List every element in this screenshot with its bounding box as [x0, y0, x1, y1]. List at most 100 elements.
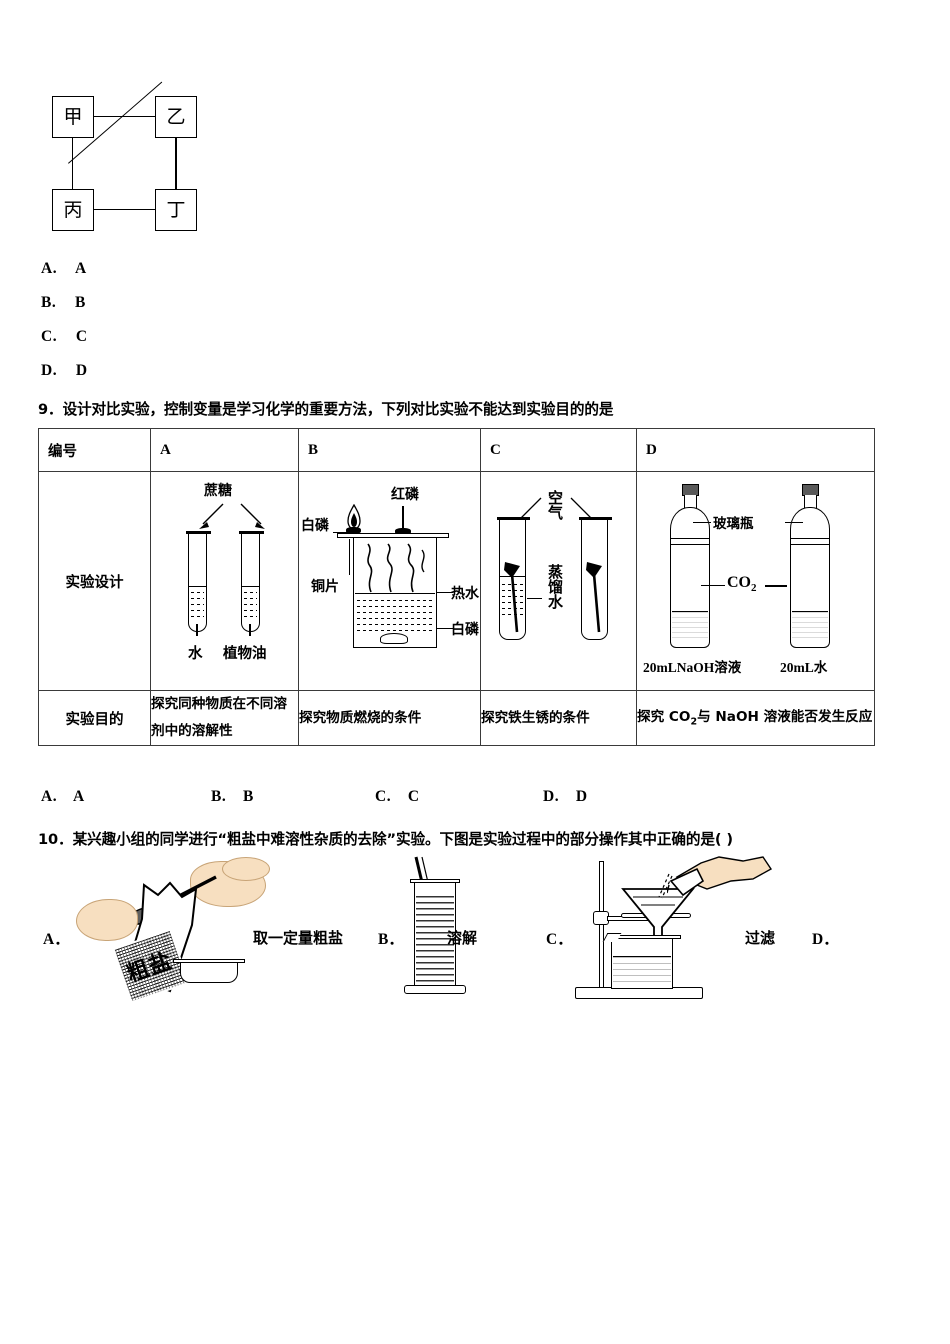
q8-option-c-key: C.: [41, 328, 58, 345]
white-phosphorus-sample-bottom: [380, 633, 408, 644]
graduated-cylinder: [414, 883, 456, 987]
iron-nail-left: [504, 562, 520, 633]
label-glass-bottle: 玻璃瓶: [713, 516, 754, 532]
question-10-text: 某兴趣小组的同学进行“粗盐中难溶性杂质的去除”实验。下图是实验过程中的部分操作其…: [72, 831, 733, 848]
flame-icon: [347, 504, 361, 530]
bottle-shoulder: [790, 507, 830, 533]
q8-option-d-key: D.: [41, 362, 58, 379]
q10-option-d-key[interactable]: D．: [812, 931, 839, 948]
q8-option-b-key: B.: [41, 294, 57, 311]
stand-rod: [599, 861, 604, 989]
leader-distilled-water: [527, 598, 542, 600]
header-label: 编号: [38, 428, 151, 472]
q10-option-b-caption: 溶解: [447, 929, 478, 947]
water-liquid: [189, 586, 206, 631]
bottle-body: [670, 532, 710, 640]
purpose-d-pre: 探究 CO: [637, 709, 691, 726]
figure-iron-rusting: 空气 蒸馏水: [481, 472, 636, 690]
fingers-right: [222, 857, 270, 881]
label-copper-plate: 铜片: [311, 579, 339, 595]
design-cell-c: 空气 蒸馏水: [480, 471, 637, 691]
question-9-text: 设计对比实验，控制变量是学习化学的重要方法，下列对比实验不能达到实验目的的是: [62, 401, 614, 418]
row-label-design: 实验设计: [38, 471, 151, 691]
leader-red-phosphorus: [402, 506, 404, 530]
q8-option-c[interactable]: C. C: [41, 328, 88, 346]
white-phosphorus-sample-top: [346, 527, 361, 534]
figure-sucrose-solubility: 蔗糖: [151, 472, 298, 690]
node-jia: 甲: [52, 96, 94, 138]
q10-option-c-key[interactable]: C．: [546, 931, 573, 948]
question-10-figures: A． 粗盐 取一定量粗盐 B．: [0, 855, 950, 1020]
q8-option-d[interactable]: D. D: [41, 362, 88, 380]
bottle-body: [790, 532, 830, 640]
watch-glass-rim: [173, 959, 245, 963]
q9-option-a-key: A.: [41, 788, 58, 805]
design-cell-b: 红磷 白磷 铜片: [298, 471, 481, 691]
label-hot-water: 热水: [451, 586, 479, 602]
cylinder-graduations: [416, 896, 454, 982]
edge-bing-ding: [94, 209, 155, 211]
naoh-solution: [672, 611, 708, 638]
tube-rim: [239, 531, 264, 534]
purpose-cell-c: 探究铁生锈的条件: [480, 689, 637, 747]
comparison-experiment-table: 编号 A B C D 实验设计 蔗糖: [38, 428, 875, 747]
question-10-number: 10．: [38, 831, 73, 848]
q9-option-a[interactable]: A. A: [41, 788, 85, 806]
q8-option-a[interactable]: A. A: [41, 260, 87, 278]
q9-option-a-text: A: [72, 788, 85, 805]
purpose-cell-b: 探究物质燃烧的条件: [298, 689, 481, 747]
purpose-d-post: 与 NaOH 溶液能否发生反应: [697, 709, 873, 726]
label-red-phosphorus: 红磷: [391, 487, 419, 503]
edge-yi-ding: [175, 138, 177, 189]
q8-option-a-text: A: [74, 260, 87, 277]
label-white-phosphorus-top: 白磷: [301, 518, 329, 534]
leader-glass-bottle-left: [693, 522, 711, 524]
q8-option-b[interactable]: B. B: [41, 294, 86, 312]
substance-relationship-network: 甲 乙 丙 丁: [52, 81, 197, 231]
q8-option-d-text: D: [75, 362, 88, 379]
q9-option-c-text: C: [407, 788, 420, 805]
hot-water: [355, 593, 435, 646]
oil-liquid: [242, 586, 259, 631]
label-water-volume: 20mL水: [780, 660, 828, 675]
edge-jia-yi: [94, 116, 155, 118]
q9-option-d[interactable]: D. D: [543, 788, 588, 806]
bottle-base: [790, 639, 830, 648]
bottle-shoulder: [670, 507, 710, 533]
water-in-bottle: [792, 611, 828, 638]
q8-option-a-key: A.: [41, 260, 58, 277]
bottle-base: [670, 639, 710, 648]
question-9-number: 9．: [38, 401, 63, 418]
watch-glass: [180, 963, 238, 983]
test-tube-oil: [239, 531, 264, 632]
q9-option-c[interactable]: C. C: [375, 788, 420, 806]
design-cell-a: 蔗糖: [150, 471, 299, 691]
q10-option-b-key[interactable]: B．: [378, 931, 404, 948]
tube-marker-left: [196, 624, 198, 636]
iron-nail-right: [586, 562, 602, 633]
pouring-hand-and-beaker: [667, 856, 773, 897]
q10-option-a-caption: 取一定量粗盐: [253, 929, 344, 947]
experiment-design-row: 实验设计 蔗糖: [38, 471, 875, 691]
label-naoh-volume: 20mLNaOH溶液: [643, 660, 742, 675]
label-vegetable-oil: 植物油: [223, 646, 267, 662]
question-10-stem: 10．某兴趣小组的同学进行“粗盐中难溶性杂质的去除”实验。下图是实验过程中的部分…: [38, 828, 733, 849]
sucrose-arrows: [199, 503, 265, 529]
leader-co2-right: [765, 585, 787, 587]
label-water: 水: [188, 646, 203, 662]
q10-option-a-key[interactable]: A．: [43, 931, 70, 948]
q9-option-b-text: B: [242, 788, 254, 805]
label-co2: CO2: [727, 574, 757, 594]
figure-co2-naoh-bottles: 玻璃瓶 CO2 20mLNaOH溶液 20mL水: [637, 472, 874, 690]
tube-rim: [497, 517, 530, 520]
purpose-cell-d: 探究 CO2与 NaOH 溶液能否发生反应: [636, 689, 875, 747]
node-yi: 乙: [155, 96, 197, 138]
co2-subscript: 2: [751, 582, 757, 595]
label-distilled-water: 蒸馏水: [546, 564, 564, 609]
leader-glass-bottle-right: [785, 522, 803, 524]
q9-option-b[interactable]: B. B: [211, 788, 254, 806]
purpose-cell-a: 探究同种物质在不同溶剂中的溶解性: [150, 689, 299, 747]
q9-option-c-key: C.: [375, 788, 392, 805]
header-col-d: D: [636, 428, 875, 472]
q8-option-b-text: B: [74, 294, 86, 311]
